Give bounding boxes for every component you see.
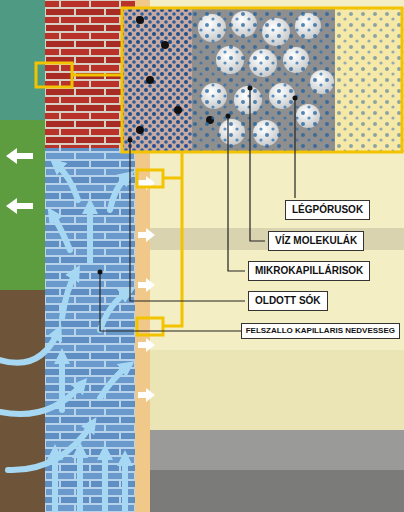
label-box: FELSZALLO KAPILLARIS NEDVESSEG xyxy=(241,323,400,339)
leader-dot xyxy=(293,96,298,101)
salt-dot xyxy=(136,16,144,24)
moisture-arrow xyxy=(102,452,108,512)
moisture-arrow xyxy=(59,356,65,410)
magnified-inset xyxy=(122,8,404,152)
soil xyxy=(0,290,45,512)
leader-line xyxy=(294,98,295,198)
floor xyxy=(150,430,404,512)
evaporation-arrows xyxy=(6,148,155,402)
grass xyxy=(0,120,45,295)
moisture-arrows xyxy=(0,164,128,512)
label-box: VÍZ MOLEKULÁK xyxy=(268,231,364,251)
moisture-arrow xyxy=(0,332,58,363)
outward-arrow xyxy=(6,148,33,164)
leader-line xyxy=(130,140,245,301)
moisture-arrow xyxy=(87,206,93,262)
zoom-square xyxy=(137,170,163,187)
outward-arrow xyxy=(6,198,33,214)
inward-arrow xyxy=(138,228,155,242)
salt-dot xyxy=(146,76,154,84)
moisture-arrow xyxy=(56,164,78,200)
label-text: LÉGPÓRUSOK xyxy=(292,204,363,216)
label-text: OLDOTT SÓK xyxy=(255,295,321,307)
leader-line xyxy=(228,116,245,271)
shadow-band xyxy=(150,228,404,250)
moisture-arrow xyxy=(100,292,128,330)
moisture-arrow xyxy=(100,366,128,398)
moisture-arrow xyxy=(110,176,128,210)
inset-ground xyxy=(122,8,404,152)
label-text: FELSZALLO KAPILLARIS NEDVESSEG xyxy=(246,326,395,336)
plaster-moisture xyxy=(335,8,404,152)
leader-dot xyxy=(226,114,231,119)
moisture-arrow xyxy=(77,450,83,512)
label-box: LÉGPÓRUSOK xyxy=(285,200,370,220)
sky xyxy=(0,0,45,130)
moisture-arrow xyxy=(122,458,128,512)
moisture-arrow xyxy=(62,272,76,318)
zoom-markers xyxy=(36,63,182,335)
water-molecules xyxy=(192,8,335,152)
leader-line xyxy=(250,88,265,241)
zoom-line xyxy=(163,177,182,180)
salt-dot xyxy=(161,41,169,49)
inward-arrow xyxy=(138,338,155,352)
leader-dot xyxy=(98,270,103,275)
zoom-square xyxy=(137,318,163,335)
zoom-line xyxy=(163,152,182,326)
leader-dot xyxy=(248,86,253,91)
moisture-arrow xyxy=(0,384,82,414)
inward-arrow xyxy=(138,388,155,402)
zoom-line xyxy=(72,74,122,77)
zoom-square xyxy=(36,63,72,87)
floor-base xyxy=(150,470,404,512)
label-text: MIKROKAPILLÁRISOK xyxy=(255,265,363,277)
leader-dot xyxy=(128,138,133,143)
label-text: VÍZ MOLEKULÁK xyxy=(275,235,357,247)
water-dense xyxy=(122,8,192,152)
inset-frame xyxy=(122,8,402,152)
salt-dot xyxy=(174,106,182,114)
label-box: OLDOTT SÓK xyxy=(248,291,328,311)
label-box: MIKROKAPILLÁRISOK xyxy=(248,261,370,281)
inward-arrow xyxy=(138,278,155,292)
brick-pores xyxy=(122,8,192,152)
plaster-section xyxy=(335,8,404,152)
lower-wall xyxy=(150,350,404,430)
moisture-arrow xyxy=(52,214,70,250)
salt-dot xyxy=(136,126,144,134)
moisture-arrow xyxy=(8,424,92,470)
leader-line xyxy=(100,272,242,331)
